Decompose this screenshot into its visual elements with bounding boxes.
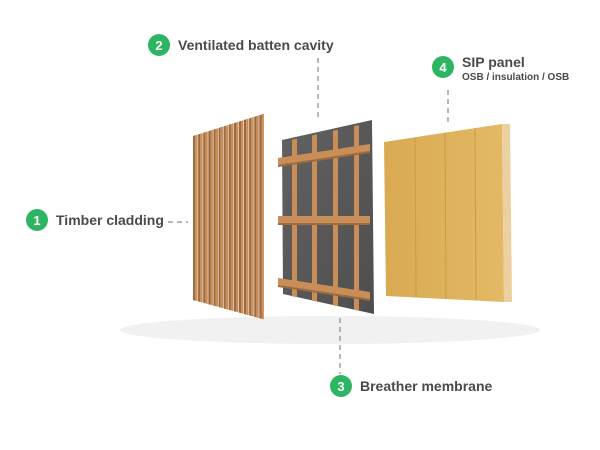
sip-panel-joint <box>474 127 477 301</box>
cladding-slat-side <box>233 122 236 312</box>
cladding-slat-side <box>223 125 226 309</box>
cladding-slat <box>225 125 229 310</box>
callout-timber-cladding: 1 Timber cladding <box>26 209 164 231</box>
cladding-slat-side <box>203 132 206 304</box>
horizontal-batten <box>278 144 370 165</box>
cladding-slat-side <box>208 130 211 305</box>
cladding-slat-side <box>254 116 257 318</box>
callout-ventilated-batten-cavity: 2 Ventilated batten cavity <box>148 34 334 56</box>
cladding-slat <box>220 126 224 309</box>
horizontal-batten <box>278 278 370 299</box>
cladding-slat-side <box>198 133 201 302</box>
sip-panel-joint <box>414 137 417 298</box>
cladding-slat <box>246 118 249 316</box>
cladding-slat-side <box>249 117 252 316</box>
callout-subtitle: OSB / insulation / OSB <box>462 72 570 83</box>
cladding-slat <box>205 131 208 304</box>
sip-panel-layer <box>384 124 512 302</box>
cladding-slat <box>261 113 264 320</box>
callout-title: Ventilated batten cavity <box>178 37 334 53</box>
cladding-slat <box>215 128 218 307</box>
cladding-slat <box>251 117 254 317</box>
cladding-slat <box>236 121 239 313</box>
callout-title: SIP panel <box>462 54 525 70</box>
cladding-slat <box>195 134 198 302</box>
timber-cladding-layer <box>193 113 264 320</box>
cladding-slat-side <box>193 135 196 301</box>
cladding-slat-side <box>218 127 221 308</box>
cladding-slat-side <box>259 114 262 319</box>
callout-title: Timber cladding <box>56 212 164 228</box>
cladding-slat-side <box>228 124 231 311</box>
callout-number-badge: 1 <box>26 209 48 231</box>
callout-number-badge: 3 <box>330 375 352 397</box>
cladding-slat <box>210 129 213 306</box>
callout-number-badge: 4 <box>432 56 454 78</box>
cladding-slat-side <box>213 128 216 307</box>
sip-panel-face <box>384 124 504 302</box>
horizontal-batten <box>278 216 370 223</box>
horizontal-batten-edge <box>278 223 370 225</box>
callout-breather-membrane: 3 Breather membrane <box>330 375 492 397</box>
cladding-slat-side <box>244 119 247 315</box>
batten-cavity-layer <box>278 125 370 311</box>
callout-title: Breather membrane <box>360 378 493 394</box>
cladding-slat <box>256 115 259 319</box>
callout-sip-panel: 4 SIP panel OSB / insulation / OSB <box>432 54 569 83</box>
sip-panel-edge <box>502 124 512 302</box>
sip-panel-joint <box>444 132 447 300</box>
cladding-slat <box>230 123 234 312</box>
ground-shadow <box>120 316 540 344</box>
callout-number-badge: 2 <box>148 34 170 56</box>
horizontal-batten-edge <box>278 151 370 167</box>
cladding-slat <box>200 133 203 303</box>
cladding-slat-side <box>238 120 242 314</box>
cladding-slat <box>241 120 244 314</box>
horizontal-batten-edge <box>278 285 370 301</box>
